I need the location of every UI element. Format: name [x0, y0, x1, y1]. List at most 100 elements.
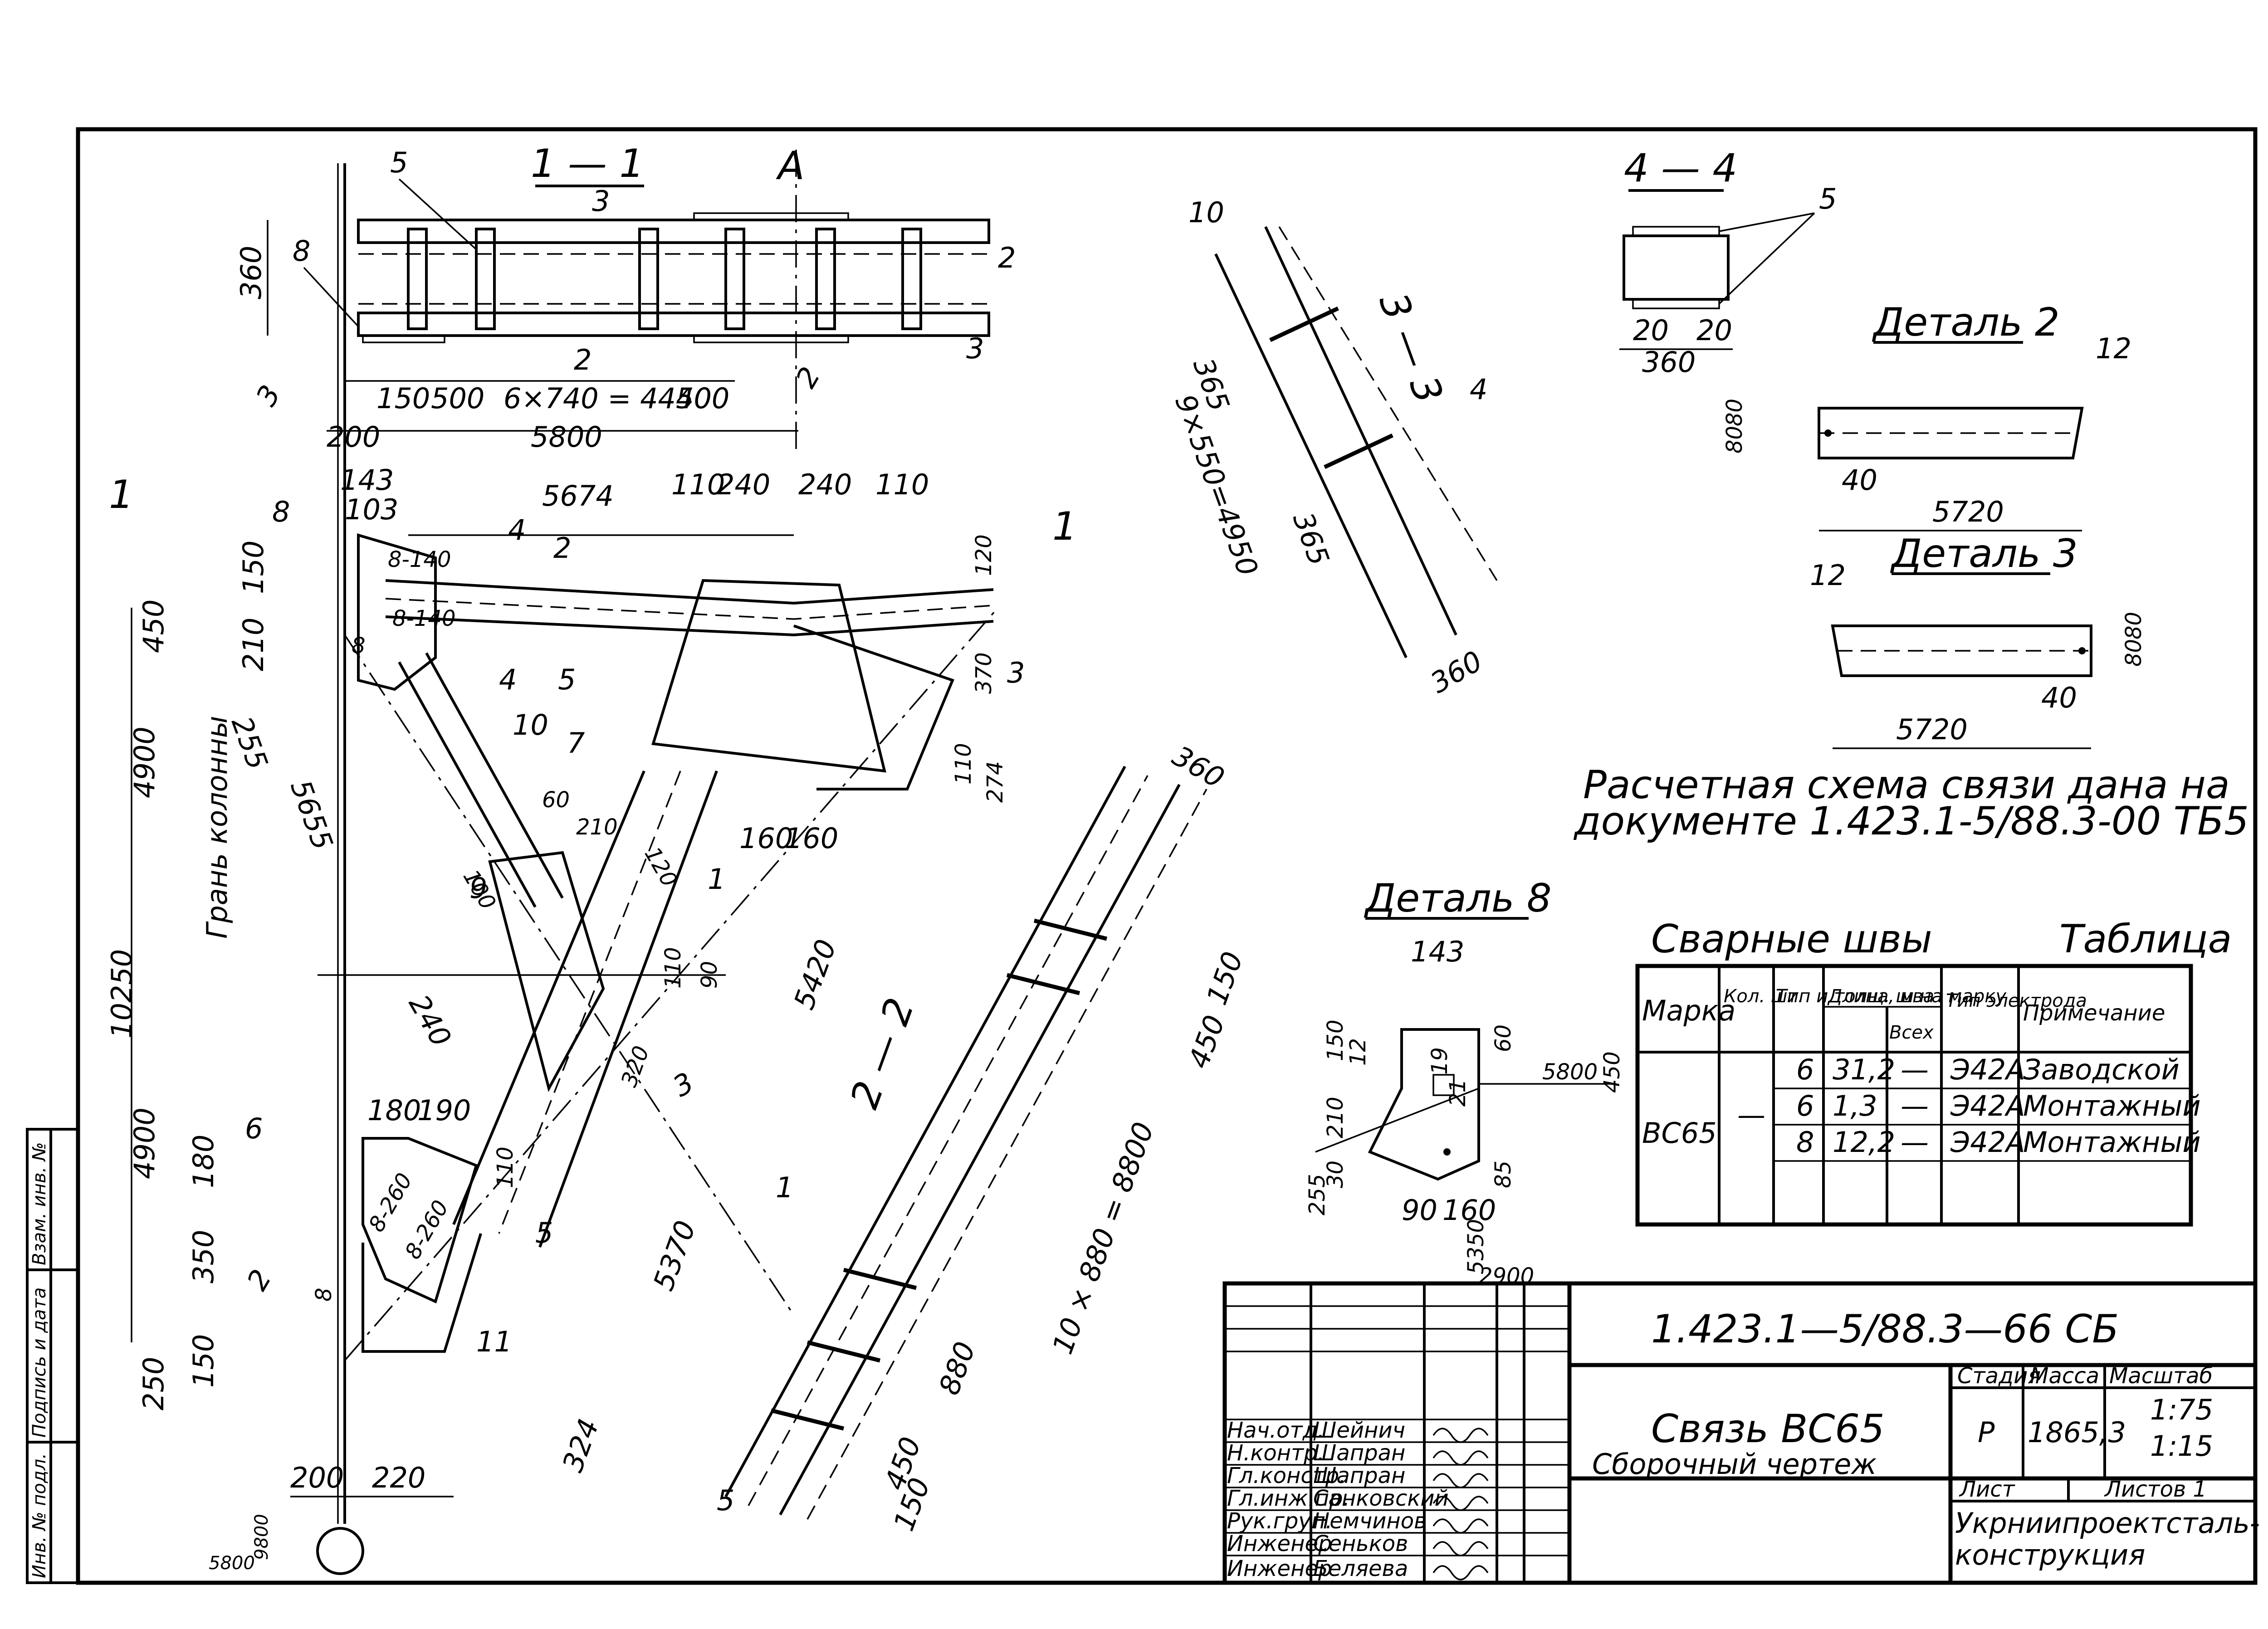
section-3-3-title: 3 — 3	[1370, 287, 1452, 409]
svg-text:190: 190	[417, 1094, 471, 1127]
staff-list: Нач.отд. Шейнич Н.контр. Шапран Гл.конст…	[1227, 1418, 1449, 1581]
svg-text:360: 360	[1642, 346, 1696, 379]
svg-text:60: 60	[542, 787, 570, 813]
svg-text:30: 30	[1323, 1161, 1348, 1188]
svg-text:200: 200	[327, 420, 380, 454]
svg-text:1:75: 1:75	[2150, 1393, 2213, 1426]
section-3-3: 3 — 3 10 4 365 9×550=4950 365 360	[1168, 196, 1498, 700]
svg-text:Рук.груп.: Рук.груп.	[1227, 1508, 1332, 1534]
svg-text:500: 500	[431, 382, 484, 415]
svg-text:85: 85	[1491, 1161, 1516, 1188]
s11-dim-360: 360	[235, 246, 268, 299]
svg-text:5: 5	[535, 1216, 553, 1249]
svg-text:6: 6	[245, 1112, 263, 1145]
svg-text:1:15: 1:15	[2150, 1429, 2213, 1463]
column-face-label: Грань колонны	[200, 716, 234, 939]
item-subtitle: Сборочный чертеж	[1592, 1448, 1877, 1481]
svg-text:7: 7	[567, 727, 585, 760]
svg-text:103: 103	[345, 493, 398, 526]
svg-text:5720: 5720	[1932, 495, 2004, 528]
side-stamp: Инв. № подл. Подпись и дата Взам. инв. №	[26, 1128, 79, 1584]
svg-text:324: 324	[556, 1414, 605, 1476]
section-1-1-title: 1 — 1	[531, 141, 644, 186]
svg-text:Длина, м на марку: Длина, м на марку	[1827, 986, 2007, 1007]
svg-text:110: 110	[660, 947, 686, 989]
svg-text:3: 3	[1007, 656, 1025, 689]
svg-text:20: 20	[1696, 314, 1732, 347]
detail-2-title: Деталь 2	[1872, 300, 2060, 345]
svg-text:Примечание: Примечание	[2023, 1000, 2165, 1026]
svg-text:Марка: Марка	[1642, 994, 1735, 1027]
note-line-2: документе 1.423.1-5/88.3-00 ТБ5	[1573, 799, 2249, 844]
svg-text:220: 220	[372, 1461, 425, 1494]
detail-3-title: Деталь 3	[1890, 531, 2078, 576]
svg-text:40: 40	[2041, 681, 2077, 714]
svg-text:12: 12	[2096, 332, 2131, 365]
svg-text:Всех: Всех	[1889, 1022, 1934, 1043]
svg-text:1: 1	[1052, 504, 1077, 549]
svg-text:Тип электрода: Тип электрода	[1946, 990, 2087, 1011]
svg-text:150: 150	[1200, 947, 1249, 1009]
svg-text:Н.контр.: Н.контр.	[1227, 1440, 1325, 1466]
svg-text:Санковский: Санковский	[1313, 1486, 1449, 1511]
svg-text:Э42А: Э42А	[1950, 1089, 2025, 1122]
svg-text:150: 150	[1323, 1019, 1348, 1061]
weld-row: 6 1,3 — Э42А Монтажный	[1796, 1089, 2201, 1122]
detail-8-title: Деталь 8	[1364, 876, 1552, 921]
svg-text:Монтажный: Монтажный	[2023, 1089, 2201, 1122]
svg-text:8: 8	[272, 495, 290, 528]
svg-text:8-260: 8-260	[364, 1169, 417, 1236]
svg-text:8-260: 8-260	[400, 1196, 454, 1263]
svg-text:Р: Р	[1978, 1416, 1995, 1449]
svg-text:350: 350	[187, 1230, 220, 1283]
svg-text:1865,3: 1865,3	[2028, 1416, 2126, 1449]
svg-text:5674: 5674	[542, 479, 614, 512]
svg-text:11: 11	[476, 1325, 512, 1358]
note-line-1: Расчетная схема связи дана на	[1583, 762, 2230, 808]
svg-text:9800: 9800	[251, 1514, 272, 1560]
weld-table: Сварные швы Таблица Марка Кол. шт. Тип и…	[1635, 917, 2232, 1227]
s22-battens	[770, 918, 1108, 1431]
detail-2: Деталь 2 12 80 80 40 5720	[1722, 300, 2131, 532]
svg-text:5800: 5800	[209, 1553, 255, 1574]
svg-text:500: 500	[676, 382, 729, 415]
svg-text:1: 1	[109, 472, 134, 517]
svg-text:150: 150	[376, 382, 430, 415]
svg-text:450: 450	[1182, 1011, 1231, 1073]
svg-text:2: 2	[553, 532, 571, 565]
svg-text:Шапран: Шапран	[1313, 1440, 1405, 1466]
svg-text:8: 8	[1796, 1126, 1814, 1159]
svg-text:31,2: 31,2	[1833, 1053, 1895, 1086]
svg-text:12,2: 12,2	[1833, 1126, 1895, 1159]
svg-text:240: 240	[402, 989, 458, 1052]
svg-text:210: 210	[576, 814, 618, 840]
svg-text:—: —	[1901, 1126, 1929, 1159]
svg-text:5: 5	[1819, 182, 1837, 215]
svg-text:8-140: 8-140	[388, 547, 451, 572]
svg-text:360: 360	[1425, 644, 1488, 700]
svg-text:6×740 = 4440: 6×740 = 4440	[503, 382, 712, 415]
svg-text:210: 210	[237, 618, 270, 671]
svg-text:5800: 5800	[1542, 1059, 1598, 1085]
section-4-4: 4 — 4 5 20 20 360	[1619, 146, 1837, 379]
axis-bubble	[316, 1527, 364, 1575]
svg-text:1: 1	[708, 863, 725, 896]
svg-text:450: 450	[137, 600, 170, 653]
svg-text:—: —	[1737, 1098, 1765, 1132]
section-2-2-title: 2 — 2	[842, 992, 924, 1114]
svg-text:8: 8	[293, 234, 310, 268]
svg-text:Гл.инж.пр.: Гл.инж.пр.	[1227, 1486, 1350, 1511]
svg-text:конструкция: конструкция	[1955, 1538, 2145, 1571]
svg-text:4: 4	[499, 663, 517, 696]
svg-text:240: 240	[798, 468, 852, 501]
svg-text:3: 3	[966, 332, 984, 365]
svg-text:21: 21	[1445, 1079, 1471, 1107]
weld-table-title: Сварные швы	[1651, 917, 1932, 962]
svg-text:Сеньков: Сеньков	[1313, 1531, 1408, 1556]
svg-text:Нач.отд.: Нач.отд.	[1227, 1418, 1325, 1443]
svg-text:80: 80	[1722, 426, 1747, 454]
svg-text:8-140: 8-140	[392, 606, 455, 631]
section-1-1: 1 — 1 А 360 150 500 6×740 = 4440 500 200	[235, 141, 1016, 454]
svg-text:90: 90	[697, 961, 722, 989]
